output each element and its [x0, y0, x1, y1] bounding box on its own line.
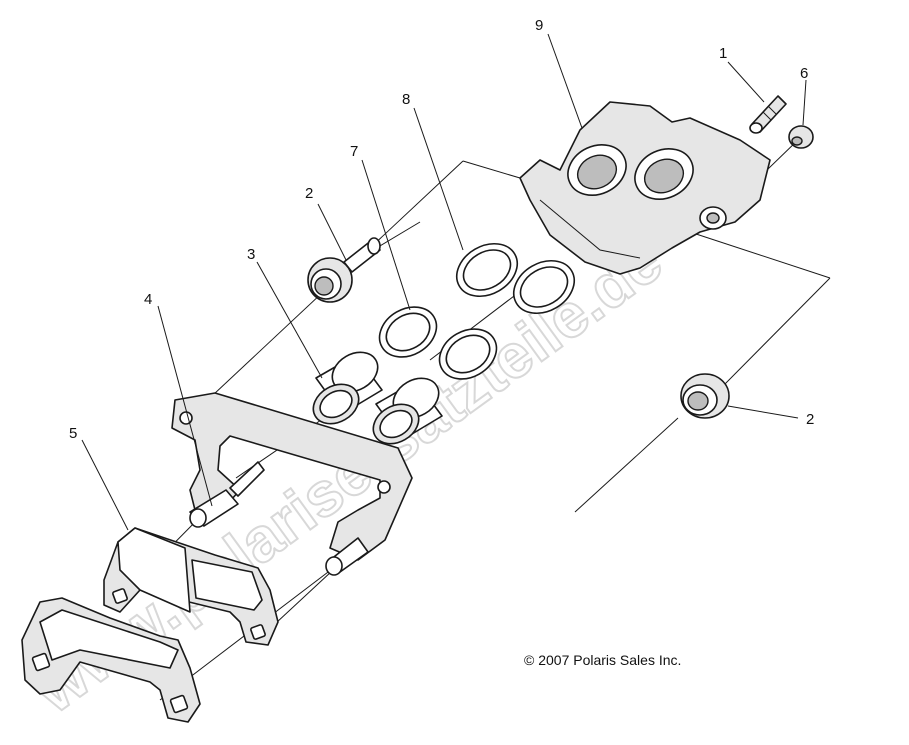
bleeder-cap [788, 125, 814, 149]
brake-pad-inner [103, 527, 279, 646]
callout-labels: 1 6 9 8 7 2 3 4 5 2 [69, 17, 814, 442]
piston-seal-upper-left [456, 242, 518, 298]
caliper-body [519, 101, 771, 275]
callout-6: 6 [800, 65, 808, 82]
callout-2-lower: 2 [806, 411, 814, 428]
callout-8: 8 [402, 91, 410, 108]
caliper-pin-boot-lower [680, 373, 730, 419]
callout-7: 7 [350, 143, 358, 160]
callout-4: 4 [144, 291, 152, 308]
dust-seal-left [378, 306, 438, 358]
callout-1: 1 [719, 45, 727, 62]
caliper-pin-boot-upper [307, 237, 381, 303]
callout-leaders [81, 33, 807, 531]
dust-seal-right [438, 328, 498, 380]
piston-right [372, 377, 443, 445]
brake-pad-outer [21, 597, 201, 723]
callout-9: 9 [535, 17, 543, 34]
callout-5: 5 [69, 425, 77, 442]
bleeder-screw [749, 95, 787, 134]
callout-3: 3 [247, 246, 255, 263]
piston-left [312, 351, 383, 425]
callout-2-upper: 2 [305, 185, 313, 202]
copyright-notice: © 2007 Polaris Sales Inc. [524, 652, 681, 668]
piston-seal-upper-right [513, 259, 575, 315]
